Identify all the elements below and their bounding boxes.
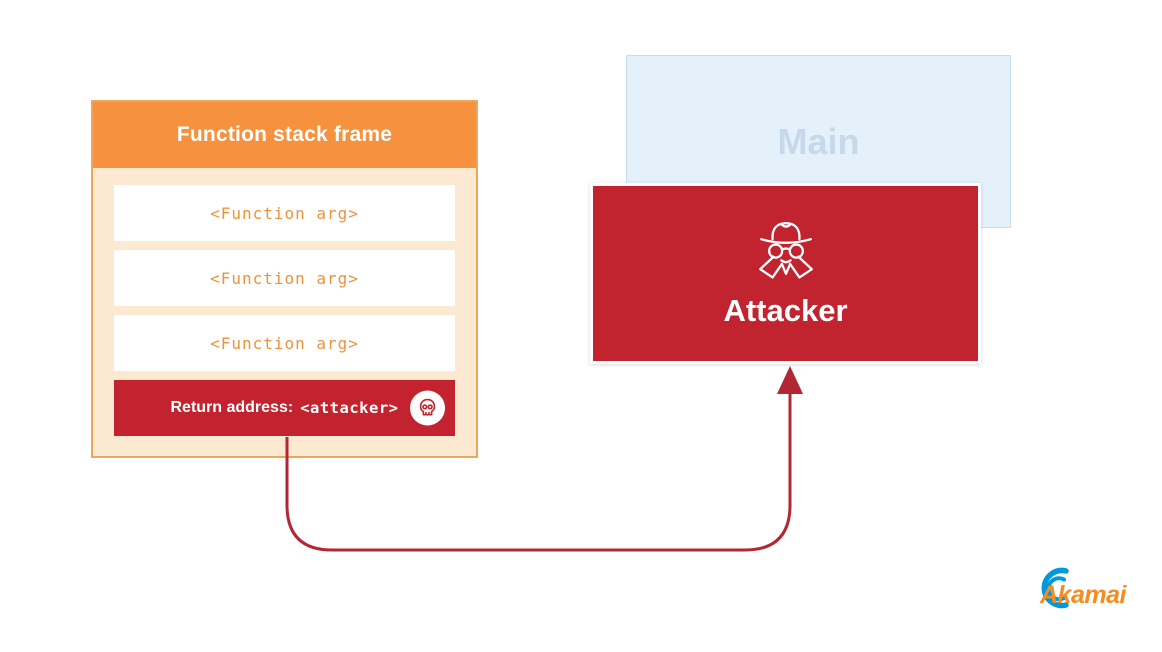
attacker-label: Attacker (723, 293, 848, 328)
stack-frame-panel: Function stack frame <Function arg> <Fun… (91, 100, 478, 458)
stack-frame-title: Function stack frame (93, 102, 476, 168)
stack-frame-body: <Function arg> <Function arg> <Function … (93, 168, 476, 436)
function-arg-row: <Function arg> (114, 315, 455, 371)
return-address-row: Return address: <attacker> (114, 380, 455, 436)
akamai-swoosh-icon (1028, 565, 1074, 616)
akamai-logo: Akamai (1028, 563, 1154, 617)
function-arg-row: <Function arg> (114, 185, 455, 241)
main-label: Main (777, 120, 860, 162)
return-address-label: Return address: (170, 399, 294, 416)
skull-icon (410, 390, 445, 426)
function-arg-row: <Function arg> (114, 250, 455, 306)
arrowhead-icon (777, 366, 803, 394)
spy-icon (750, 218, 822, 285)
return-address-value: <attacker> (300, 399, 399, 417)
attacker-box: Attacker (590, 183, 981, 364)
akamai-wordmark: Akamai (1040, 580, 1126, 609)
